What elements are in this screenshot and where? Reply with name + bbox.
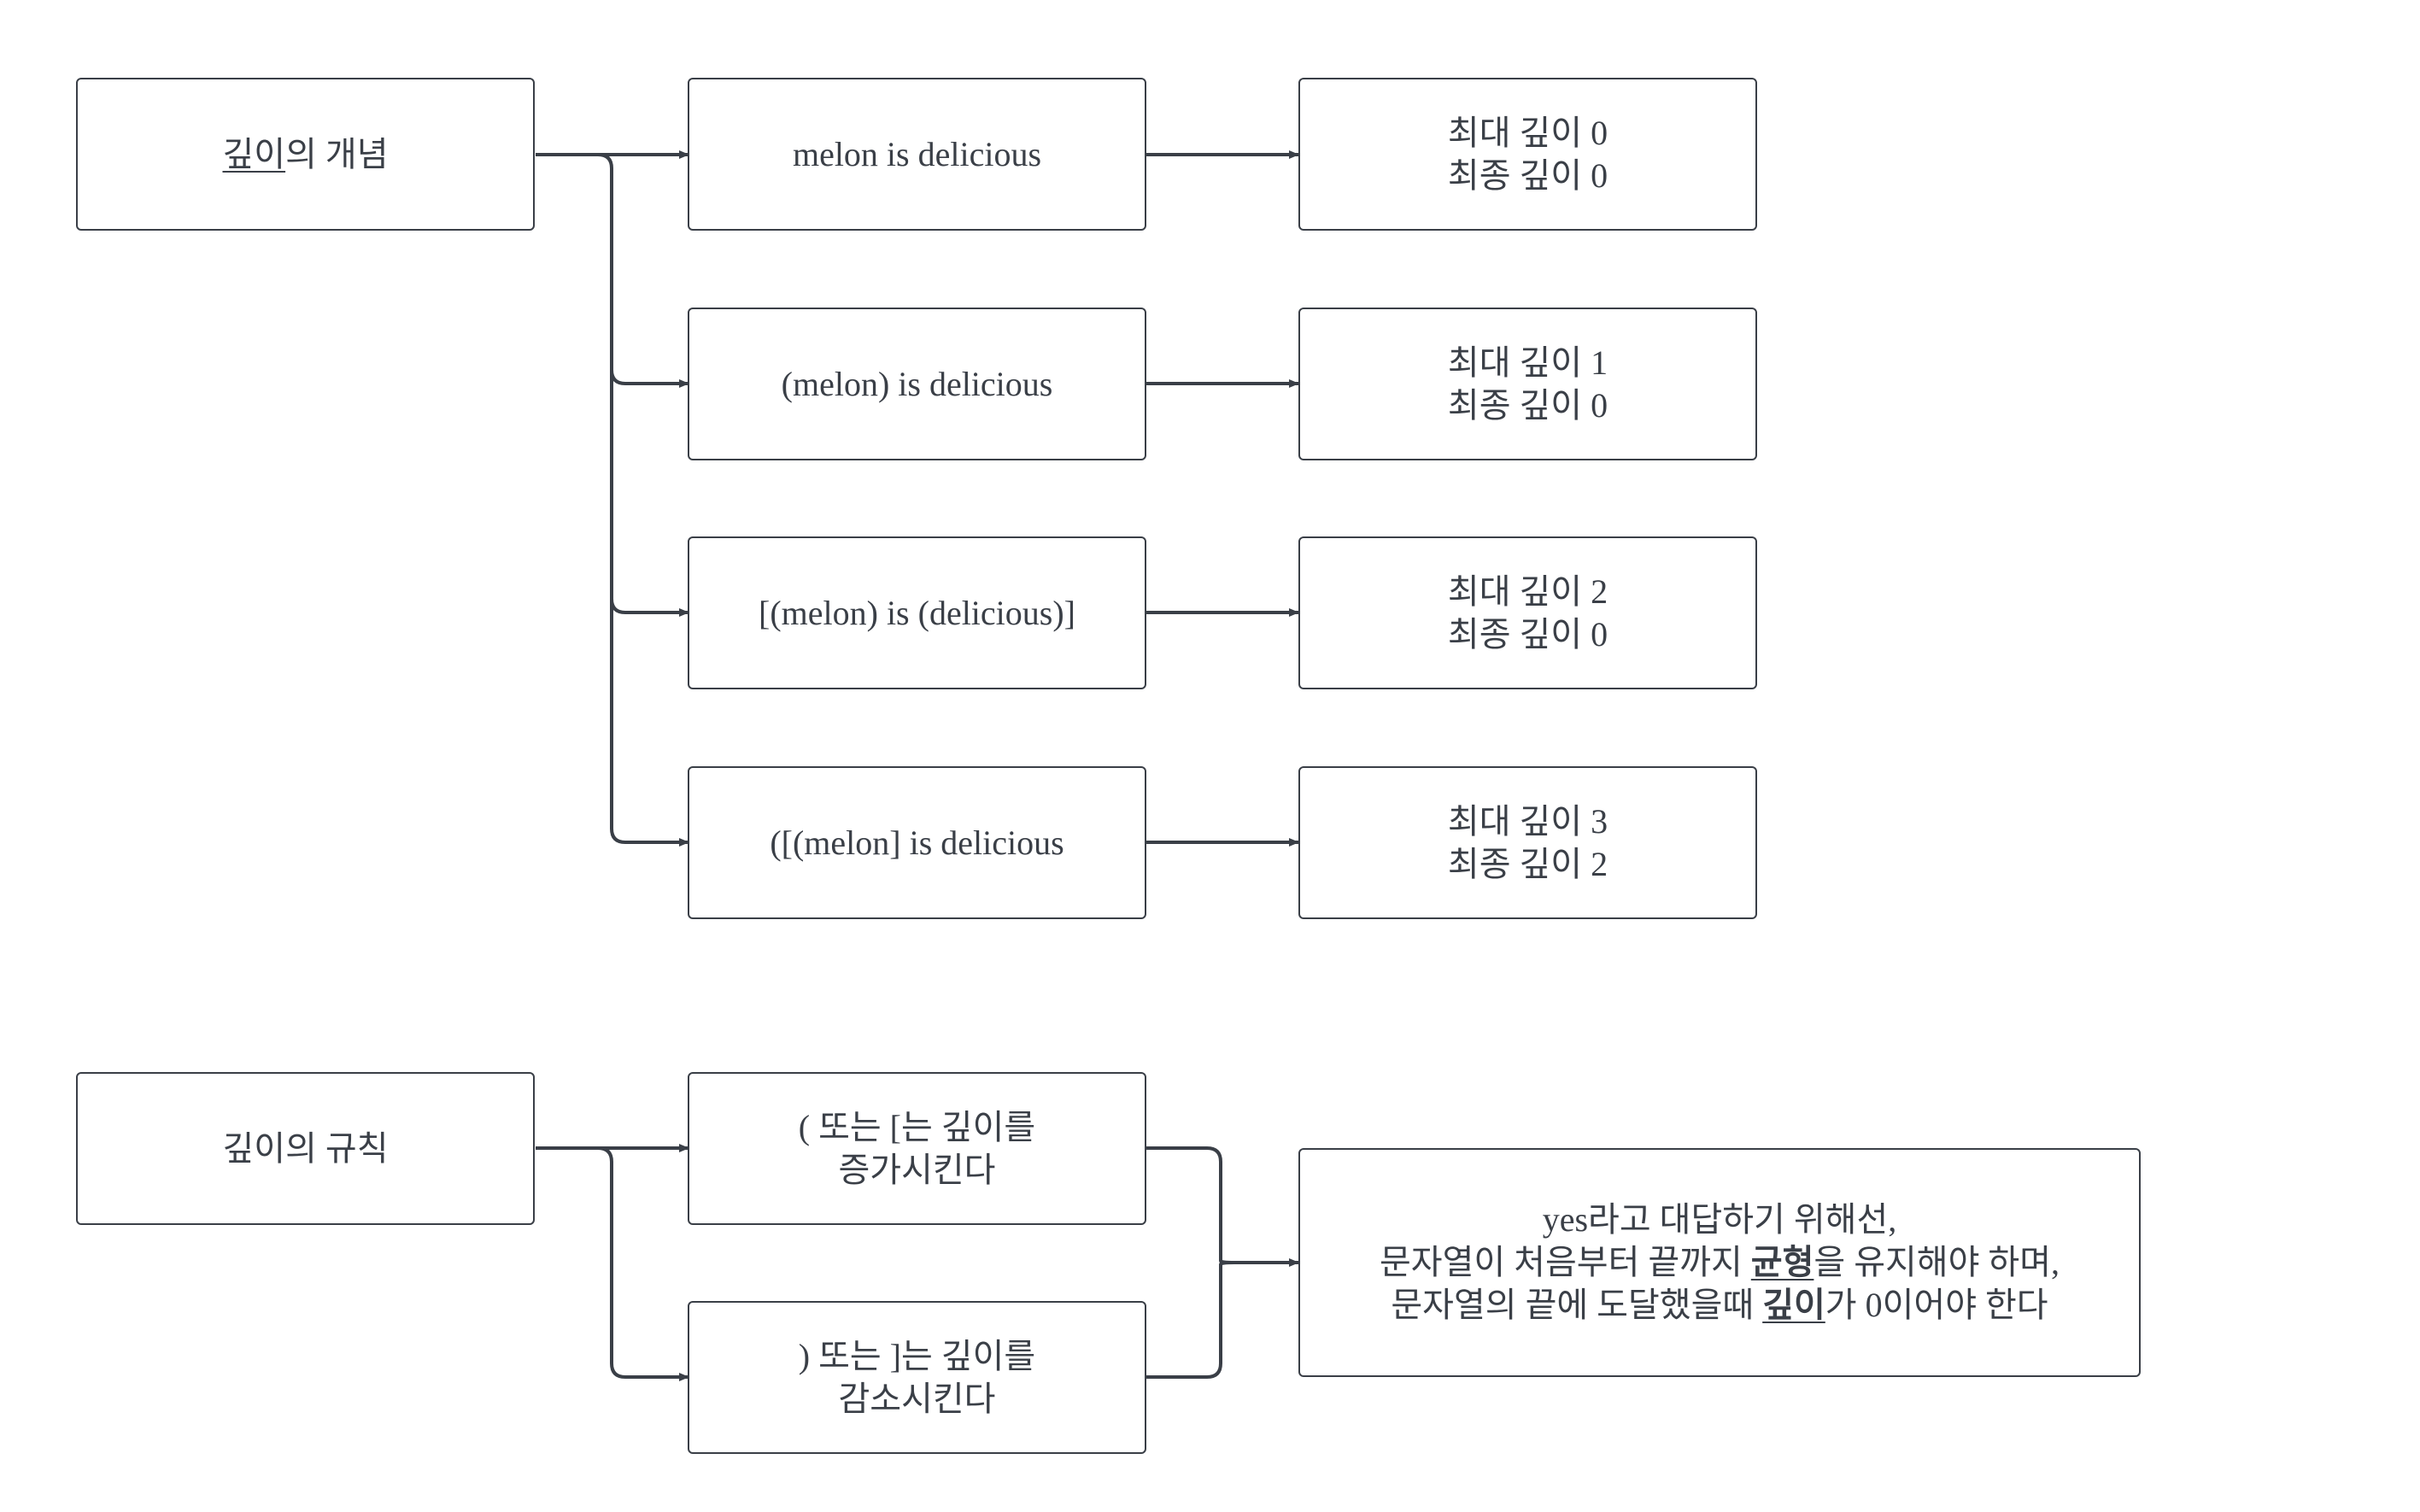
rule-decrease-line1: ) 또는 ]는 깊이를 bbox=[798, 1336, 1036, 1375]
rule-increase-line2: 증가시킨다 bbox=[838, 1150, 996, 1189]
conclusion-box: yes라고 대답하기 위해선, 문자열이 처음부터 끝까지 균형을 유지해야 하… bbox=[1298, 1148, 2141, 1377]
conclusion-line3-post: 가 0이어야 한다 bbox=[1825, 1286, 2048, 1324]
example-input-4: ([(melon] is delicious bbox=[770, 823, 1064, 862]
conclusion-line2-post: 을 유지해야 하며, bbox=[1814, 1243, 2060, 1281]
concept-title-rest: 의 개념 bbox=[285, 134, 389, 173]
result-box-3: 최대 깊이 2 최종 깊이 0 bbox=[1298, 536, 1757, 689]
rules-title-box: 깊이의 규칙 bbox=[76, 1072, 535, 1225]
result-final-depth-2: 최종 깊이 0 bbox=[1447, 385, 1608, 425]
conclusion-line1: yes라고 대답하기 위해선, bbox=[1542, 1200, 1897, 1239]
conclusion-line2-pre: 문자열이 처음부터 끝까지 bbox=[1379, 1243, 1751, 1281]
connector-rules-decrease bbox=[536, 1146, 689, 1381]
conclusion-line2: 문자열이 처음부터 끝까지 균형을 유지해야 하며, bbox=[1380, 1241, 2060, 1284]
result-box-4: 최대 깊이 3 최종 깊이 2 bbox=[1298, 766, 1757, 919]
connector-concept-example-3 bbox=[610, 370, 689, 617]
result-max-depth-4: 최대 깊이 3 bbox=[1447, 801, 1608, 841]
example-box-1: melon is delicious bbox=[688, 78, 1146, 231]
rule-increase-line1: ( 또는 [는 깊이를 bbox=[798, 1107, 1036, 1146]
result-box-1: 최대 깊이 0 최종 깊이 0 bbox=[1298, 78, 1757, 231]
example-box-4: ([(melon] is delicious bbox=[688, 766, 1146, 919]
concept-title-keyword: 깊이 bbox=[222, 134, 286, 173]
example-input-3: [(melon) is (delicious)] bbox=[759, 593, 1075, 632]
connector-concept-example-2 bbox=[536, 153, 689, 388]
result-final-depth-4: 최종 깊이 2 bbox=[1447, 844, 1608, 883]
example-box-3: [(melon) is (delicious)] bbox=[688, 536, 1146, 689]
conclusion-keyword-balance: 균형 bbox=[1750, 1243, 1814, 1281]
rule-decrease-line2: 감소시킨다 bbox=[838, 1379, 996, 1418]
rules-title: 깊이의 규칙 bbox=[222, 1128, 389, 1168]
result-final-depth-3: 최종 깊이 0 bbox=[1447, 614, 1608, 653]
concept-title: 깊이의 개념 bbox=[222, 133, 388, 176]
example-input-2: (melon) is delicious bbox=[781, 364, 1053, 403]
concept-title-box: 깊이의 개념 bbox=[76, 78, 535, 231]
rule-decrease-box: ) 또는 ]는 깊이를 감소시킨다 bbox=[688, 1301, 1146, 1454]
rule-increase-box: ( 또는 [는 깊이를 증가시킨다 bbox=[688, 1072, 1146, 1225]
connector-decrease-conclusion bbox=[1146, 1261, 1235, 1379]
connector-increase-conclusion bbox=[1146, 1146, 1299, 1267]
conclusion-keyword-depth: 깊이 bbox=[1762, 1286, 1825, 1324]
example-input-1: melon is delicious bbox=[792, 134, 1042, 173]
example-box-2: (melon) is delicious bbox=[688, 308, 1146, 460]
result-max-depth-1: 최대 깊이 0 bbox=[1447, 113, 1608, 152]
conclusion-line3-pre: 문자열의 끝에 도달했을때 bbox=[1391, 1286, 1763, 1324]
result-max-depth-2: 최대 깊이 1 bbox=[1447, 343, 1608, 382]
connector-concept-example-4 bbox=[610, 599, 689, 847]
conclusion-line3: 문자열의 끝에 도달했을때 깊이가 0이어야 한다 bbox=[1380, 1284, 2060, 1327]
result-final-depth-1: 최종 깊이 0 bbox=[1447, 155, 1608, 195]
result-max-depth-3: 최대 깊이 2 bbox=[1447, 571, 1608, 611]
result-box-2: 최대 깊이 1 최종 깊이 0 bbox=[1298, 308, 1757, 460]
